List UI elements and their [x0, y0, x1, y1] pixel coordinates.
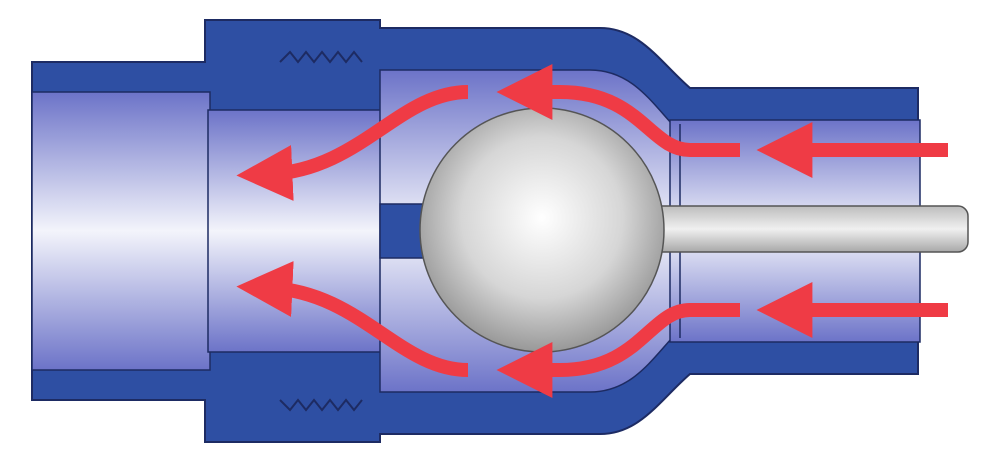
thread-bottom — [279, 398, 363, 412]
flow-arrows — [236, 64, 948, 398]
ball-stem — [639, 205, 969, 253]
ball-stop — [379, 203, 427, 259]
ball-icon — [419, 107, 665, 353]
arrow-icon — [496, 64, 740, 157]
left-socket-bore — [31, 91, 211, 371]
thread-top — [279, 50, 363, 64]
arrow-icon — [236, 85, 469, 201]
arrow-icon — [236, 261, 469, 377]
arrow-icon — [496, 303, 740, 398]
